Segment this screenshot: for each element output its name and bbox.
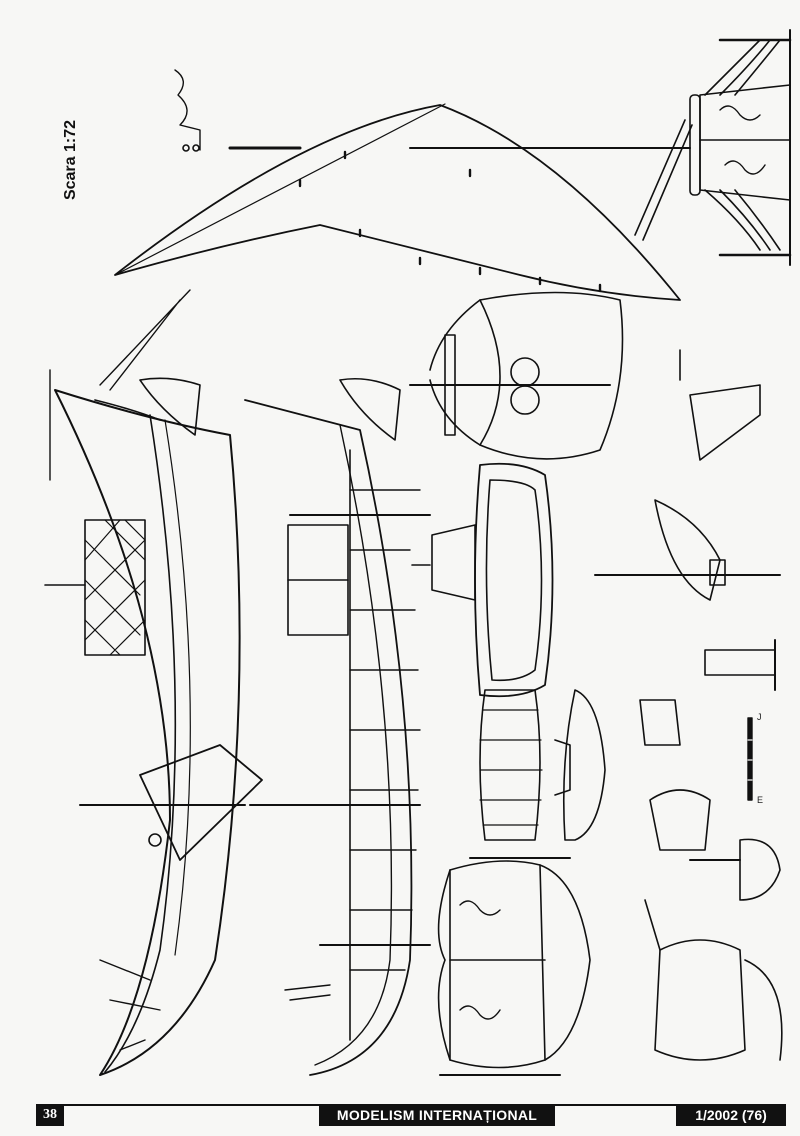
hull-side-view-drawing: [44, 289, 263, 1076]
lateen-sail-drawing: [114, 69, 691, 301]
page-number: 38: [36, 1104, 64, 1126]
detail-parts-drawing: [594, 349, 783, 1061]
scale-bar: [747, 717, 753, 801]
stern-castle-top-view-drawing: [409, 291, 624, 460]
issue-number: 1/2002 (76): [676, 1104, 786, 1126]
bow-view-drawing: [437, 857, 591, 1076]
scale-bar-top-mark: J: [757, 712, 762, 722]
page-footer: 38 MODELISM INTERNAȚIONAL 1/2002 (76): [36, 1100, 786, 1126]
scale-label-text: Scara 1:72: [62, 119, 79, 201]
grating-panel-drawing: [479, 689, 606, 841]
boat-top-view-drawing: [411, 462, 554, 698]
magazine-title: MODELISM INTERNAȚIONAL: [319, 1104, 555, 1126]
scale-label: Scara 1:72: [58, 110, 84, 210]
scale-bar-bottom-mark: E: [757, 795, 764, 805]
hull-framing-view-drawing: [244, 377, 431, 1076]
stern-view-drawing: [634, 29, 792, 266]
